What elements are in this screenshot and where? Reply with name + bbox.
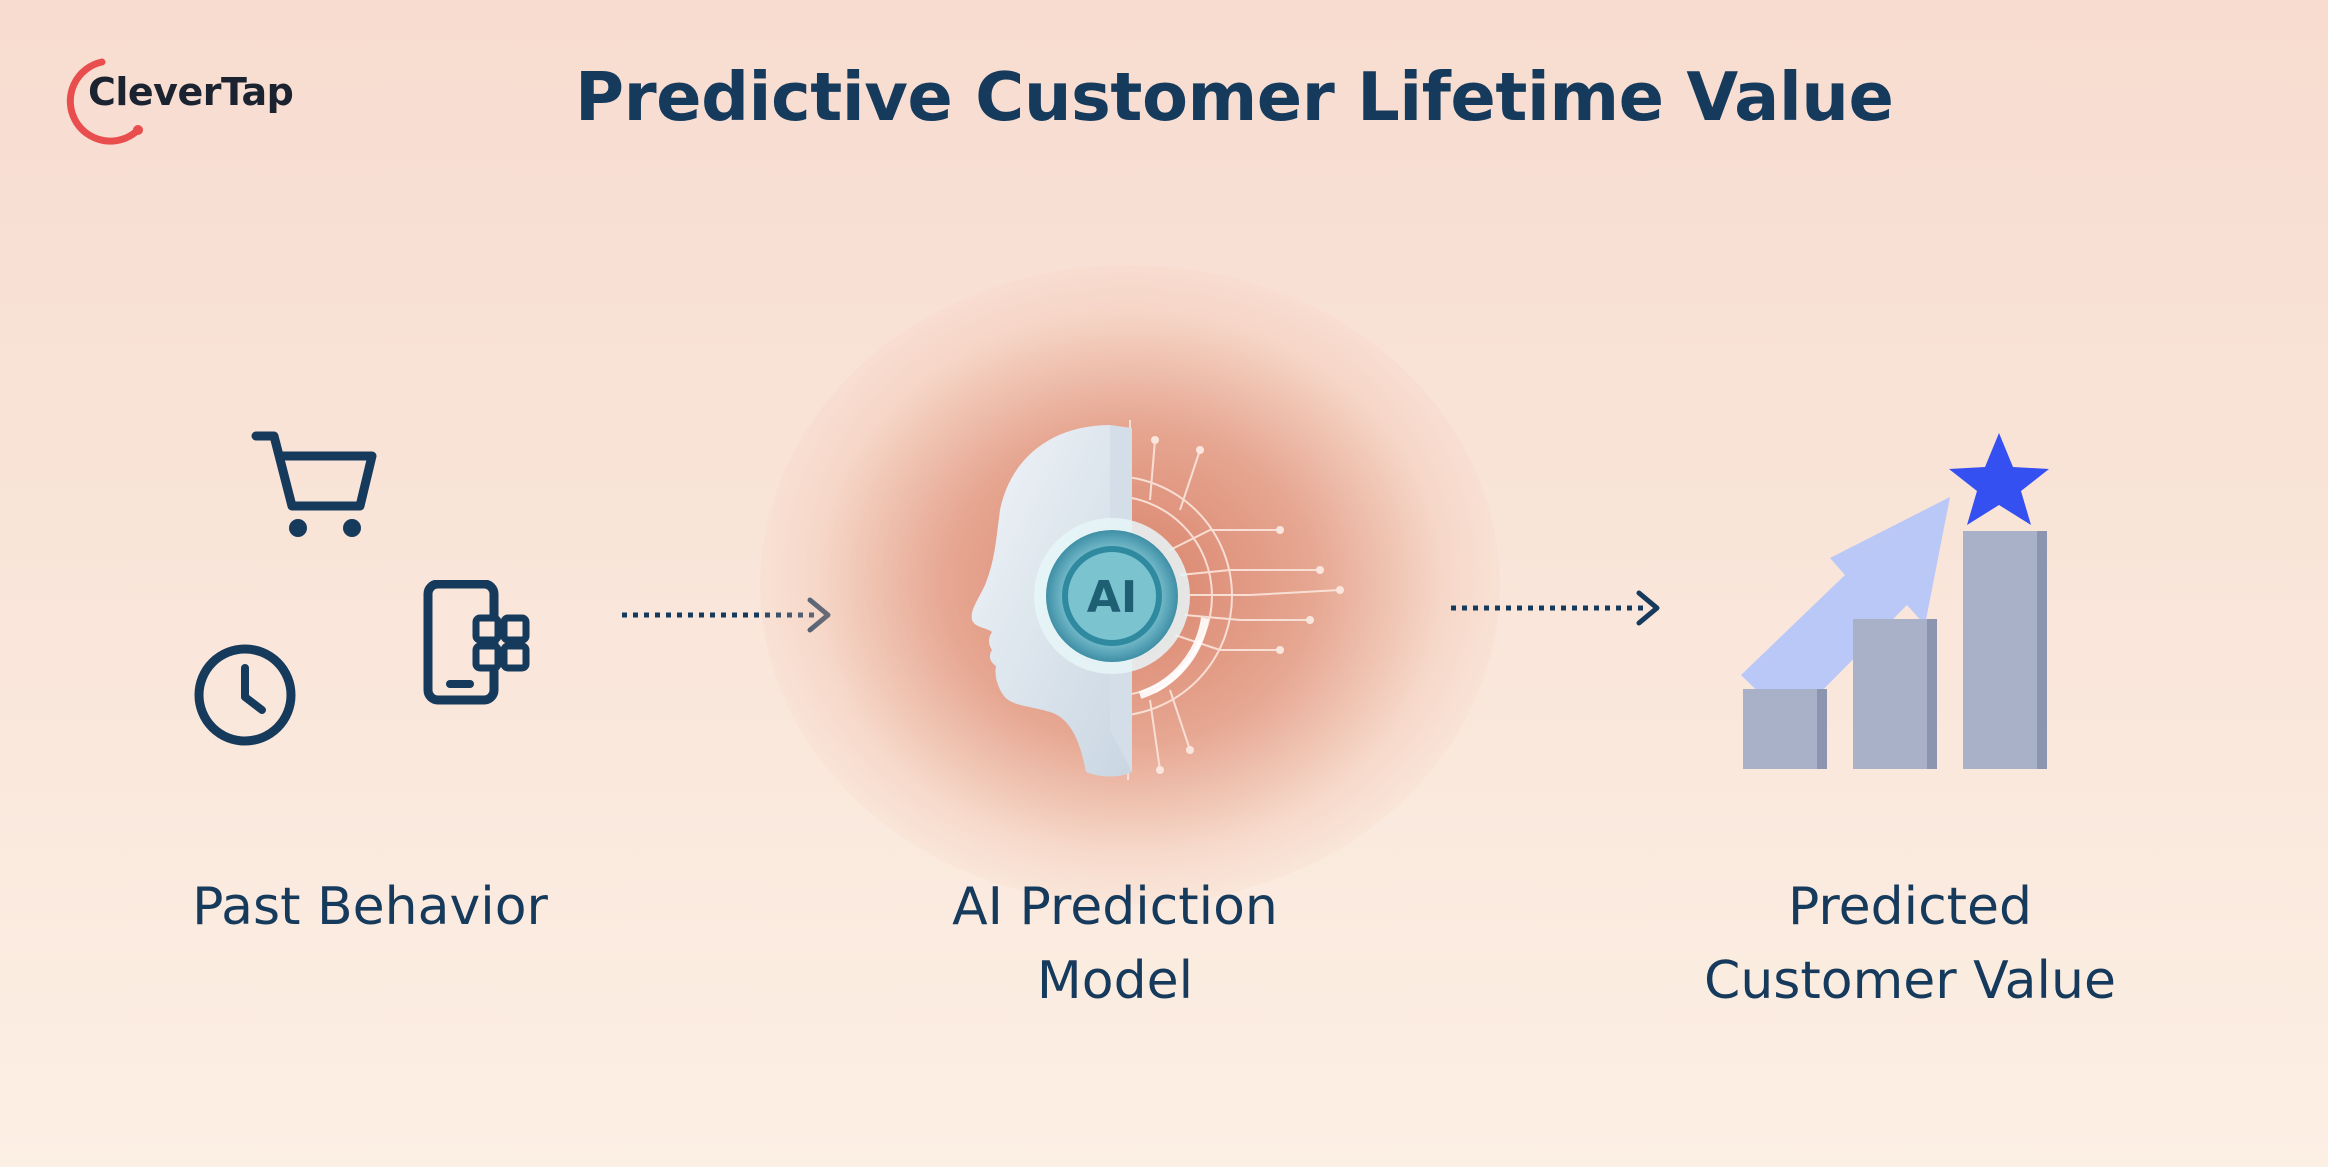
step-label-line: Predicted [1787,877,2033,937]
clock-icon [194,644,296,746]
step-label-line: AI Prediction [952,877,1278,937]
mobile-apps-icon [423,580,530,705]
flow-arrow [1451,590,1660,626]
shopping-cart-icon [251,431,377,537]
ai-badge: AI [1087,572,1137,623]
growth-bar-chart-icon [1741,433,2049,769]
step-label-ai-model: AI Prediction Model [880,870,1350,1018]
step-label-line: Customer Value [1704,951,2116,1011]
brand-name: CleverTap [88,70,294,114]
ai-head-illustration: AI [971,420,1344,781]
step-label-predicted-value: Predicted Customer Value [1660,870,2160,1018]
page-title: Predictive Customer Lifetime Value [575,58,1894,136]
step-label-line: Model [1036,951,1194,1011]
star-icon [1949,433,2049,525]
step-label-past-behavior: Past Behavior [192,877,548,937]
clevertap-logo [66,58,143,145]
